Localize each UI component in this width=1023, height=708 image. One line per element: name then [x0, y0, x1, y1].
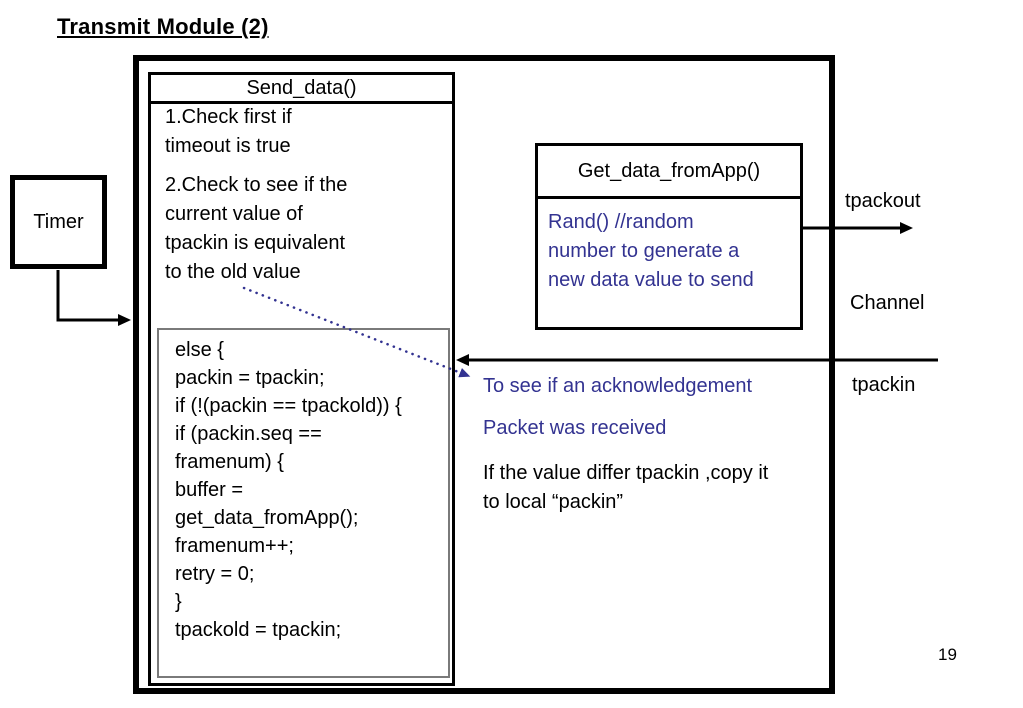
send-data-box: Send_data() 1.Check first if timeout is … — [148, 72, 455, 686]
timer-box: Timer — [10, 175, 107, 269]
label-tpackin: tpackin — [852, 374, 916, 396]
send-data-note-2: 2.Check to see if the current value of t… — [165, 174, 348, 283]
send-data-code-box: else { packin = tpackin; if (!(packin ==… — [157, 328, 450, 678]
send-data-header: Send_data() — [151, 75, 452, 104]
label-tpackout: tpackout — [845, 190, 921, 212]
get-data-fromapp-header: Get_data_fromApp() — [538, 146, 800, 199]
annotation-ack-line2: Packet was received — [483, 417, 667, 439]
annotation-value-differ: If the value differ tpackin ,copy it to … — [483, 462, 769, 513]
slide-title: Transmit Module (2) — [57, 14, 269, 39]
get-data-fromapp-box: Get_data_fromApp() Rand() //random numbe… — [535, 143, 803, 330]
get-data-fromapp-body: Rand() //random number to generate a new… — [548, 211, 754, 291]
label-channel: Channel — [850, 292, 925, 314]
annotation-ack-line1: To see if an acknowledgement — [483, 375, 753, 397]
timer-to-module-arrow — [56, 270, 131, 326]
timer-label: Timer — [33, 210, 84, 233]
send-data-note-1: 1.Check first if timeout is true — [165, 106, 292, 157]
page-number: 19 — [938, 645, 957, 664]
